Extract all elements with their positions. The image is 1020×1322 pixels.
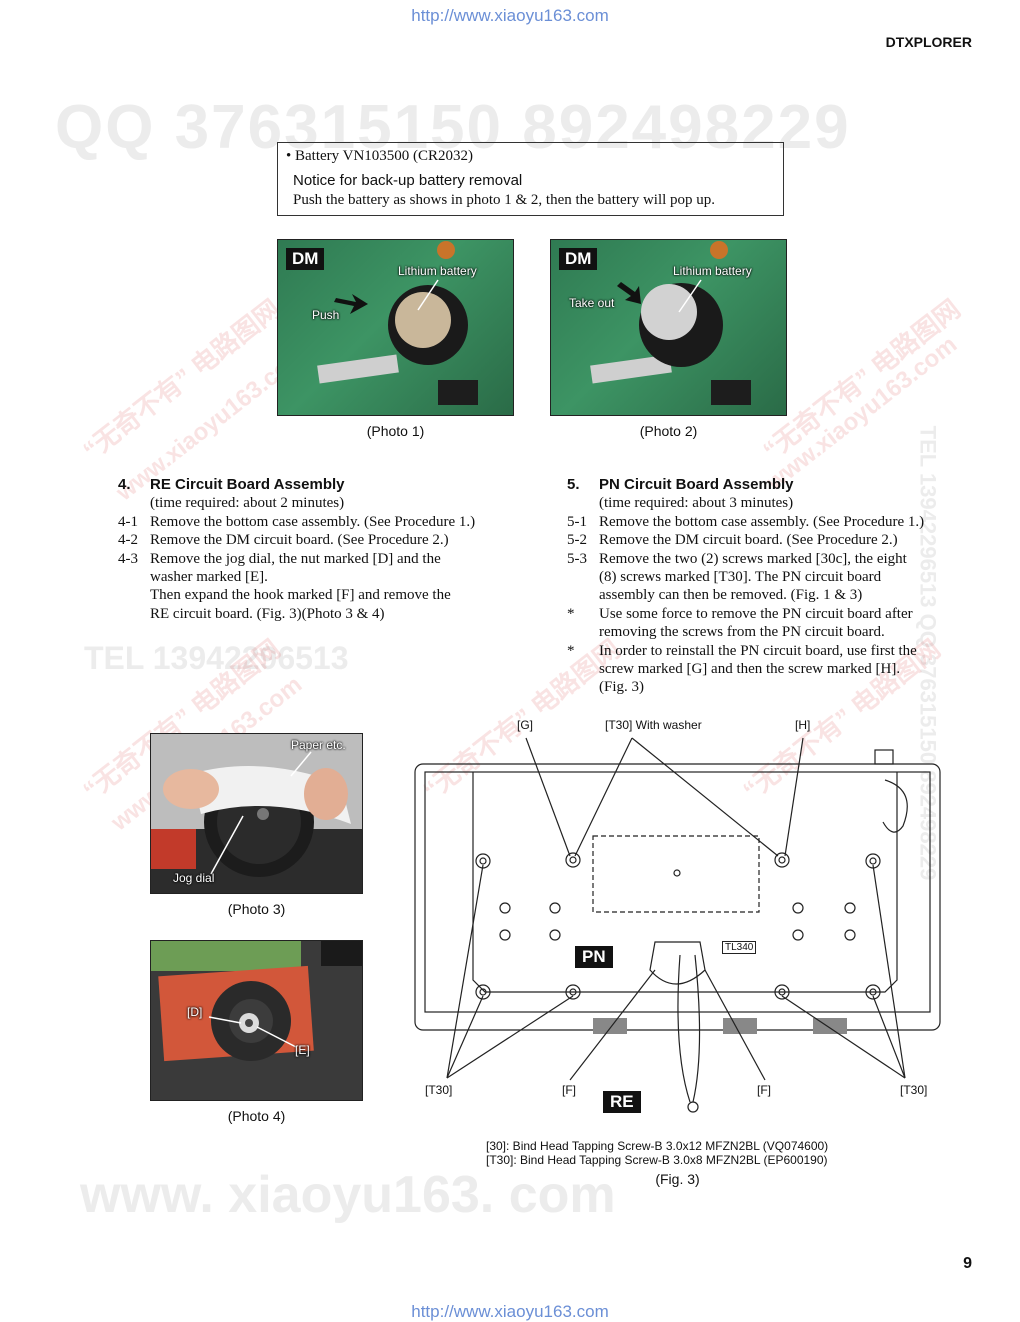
note-text: In order to reinstall the PN circuit boa… [599, 642, 917, 659]
step-number: 4-1 [118, 513, 138, 530]
photo-1-battery-label: Lithium battery [398, 264, 477, 278]
photo-4-caption: (Photo 4) [227, 1108, 286, 1124]
step-text: Remove the jog dial, the nut marked [D] … [150, 550, 441, 567]
step-text: Remove the DM circuit board. (See Proced… [150, 532, 449, 549]
fig3-label-tl340: TL340 [722, 941, 757, 954]
fig3-diagram [414, 737, 941, 1113]
step-text: Remove the DM circuit board. (See Proced… [599, 532, 898, 549]
photo-3-image [151, 751, 362, 893]
note-bullet: * [567, 605, 575, 622]
photo-1-caption: (Photo 1) [366, 423, 425, 439]
photo-2-image [590, 241, 751, 405]
step-text-cont: Then expand the hook marked [F] and remo… [150, 587, 451, 604]
step-text-cont: assembly can then be removed. (Fig. 1 & … [599, 587, 863, 604]
fig3-re-tag: RE [603, 1091, 641, 1113]
section-5-time: (time required: about 3 minutes) [599, 495, 794, 512]
watermark-site: www. xiaoyu163. com [80, 1166, 616, 1224]
fig3-caption: (Fig. 3) [655, 1171, 700, 1187]
note-text: removing the screws from the PN circuit … [599, 624, 885, 641]
battery-notice-box: • Battery VN103500 (CR2032) Notice for b… [277, 142, 784, 216]
step-text: Remove the bottom case assembly. (See Pr… [599, 513, 925, 530]
step-number: 5-1 [567, 513, 587, 530]
photo-2-takeout-label: Take out [569, 296, 615, 310]
photo-4-image [151, 941, 362, 1062]
photo-4-e-label: [E] [295, 1043, 310, 1057]
fig3-label-t30-left: [T30] [425, 1083, 453, 1097]
fig3-legend-t30: [T30]: Bind Head Tapping Screw-B 3.0x8 M… [486, 1153, 828, 1167]
page-number: 9 [963, 1255, 972, 1272]
step-number: 5-2 [567, 532, 587, 549]
photo-3-caption: (Photo 3) [227, 901, 286, 917]
step-number: 5-3 [567, 550, 587, 567]
section-4: 4. RE Circuit Board Assembly (time requir… [118, 476, 528, 623]
photo-1: DM Lithium battery Push [277, 239, 514, 416]
step-number: 4-2 [118, 532, 138, 549]
note-text: (Fig. 3) [599, 679, 644, 696]
fig3-label-h: [H] [795, 718, 811, 732]
section-5-number: 5. [567, 476, 580, 493]
fig3-label-f-left: [F] [562, 1083, 576, 1097]
step-text: Remove the two (2) screws marked [30c], … [599, 550, 907, 567]
photo-1-push-label: Push [312, 308, 340, 322]
fig3-label-t30-right: [T30] [900, 1083, 928, 1097]
step-text-cont: (8) screws marked [T30]. The PN circuit … [599, 569, 882, 586]
note-bullet: * [567, 642, 575, 659]
section-4-number: 4. [118, 476, 131, 493]
photo-3: Paper etc. Jog dial [150, 733, 363, 894]
fig3-legend-30: [30]: Bind Head Tapping Screw-B 3.0x12 M… [486, 1139, 829, 1153]
note-text: screw marked [G] and then the screw mark… [599, 661, 901, 678]
fig3-pn-tag: PN [575, 946, 613, 968]
notice-line-title: Notice for back-up battery removal [293, 172, 523, 189]
url-top[interactable]: http://www.xiaoyu163.com [411, 6, 609, 25]
photo-4-d-label: [D] [187, 1005, 203, 1019]
step-text: Remove the bottom case assembly. (See Pr… [150, 513, 476, 530]
section-5-title: PN Circuit Board Assembly [599, 476, 794, 493]
notice-line-instruction: Push the battery as shows in photo 1 & 2… [293, 192, 716, 208]
section-4-time: (time required: about 2 minutes) [150, 495, 345, 512]
photo-3-paper-label: Paper etc. [291, 738, 346, 752]
step-text-cont: washer marked [E]. [150, 569, 268, 586]
section-5: 5. PN Circuit Board Assembly (time requir… [567, 476, 967, 697]
watermark-qq: QQ 376315150 892498229 [55, 93, 851, 162]
fig3-label-g: [G] [517, 718, 534, 732]
photo-4: [D] [E] [150, 940, 363, 1101]
step-number: 4-3 [118, 550, 138, 567]
fig3-label-f-right: [F] [757, 1083, 771, 1097]
watermark-tel: TEL 13942296513 [84, 640, 349, 676]
photo-1-dm-tag: DM [286, 248, 325, 270]
photo-2-caption: (Photo 2) [639, 423, 698, 439]
photo-1-image [317, 241, 478, 405]
photo-2-dm-tag: DM [559, 248, 598, 270]
fig3-label-t30-washer: [T30] With washer [605, 718, 702, 732]
url-bottom[interactable]: http://www.xiaoyu163.com [411, 1302, 609, 1321]
photo-3-jog-label: Jog dial [173, 871, 215, 885]
photo-2: DM Lithium battery Take out [550, 239, 787, 416]
note-text: Use some force to remove the PN circuit … [599, 605, 913, 622]
photo-2-battery-label: Lithium battery [673, 264, 752, 278]
notice-line-battery: • Battery VN103500 (CR2032) [286, 148, 474, 164]
section-4-title: RE Circuit Board Assembly [150, 476, 345, 493]
model-name: DTXPLORER [885, 34, 972, 50]
step-text-cont: RE circuit board. (Fig. 3)(Photo 3 & 4) [150, 605, 385, 622]
